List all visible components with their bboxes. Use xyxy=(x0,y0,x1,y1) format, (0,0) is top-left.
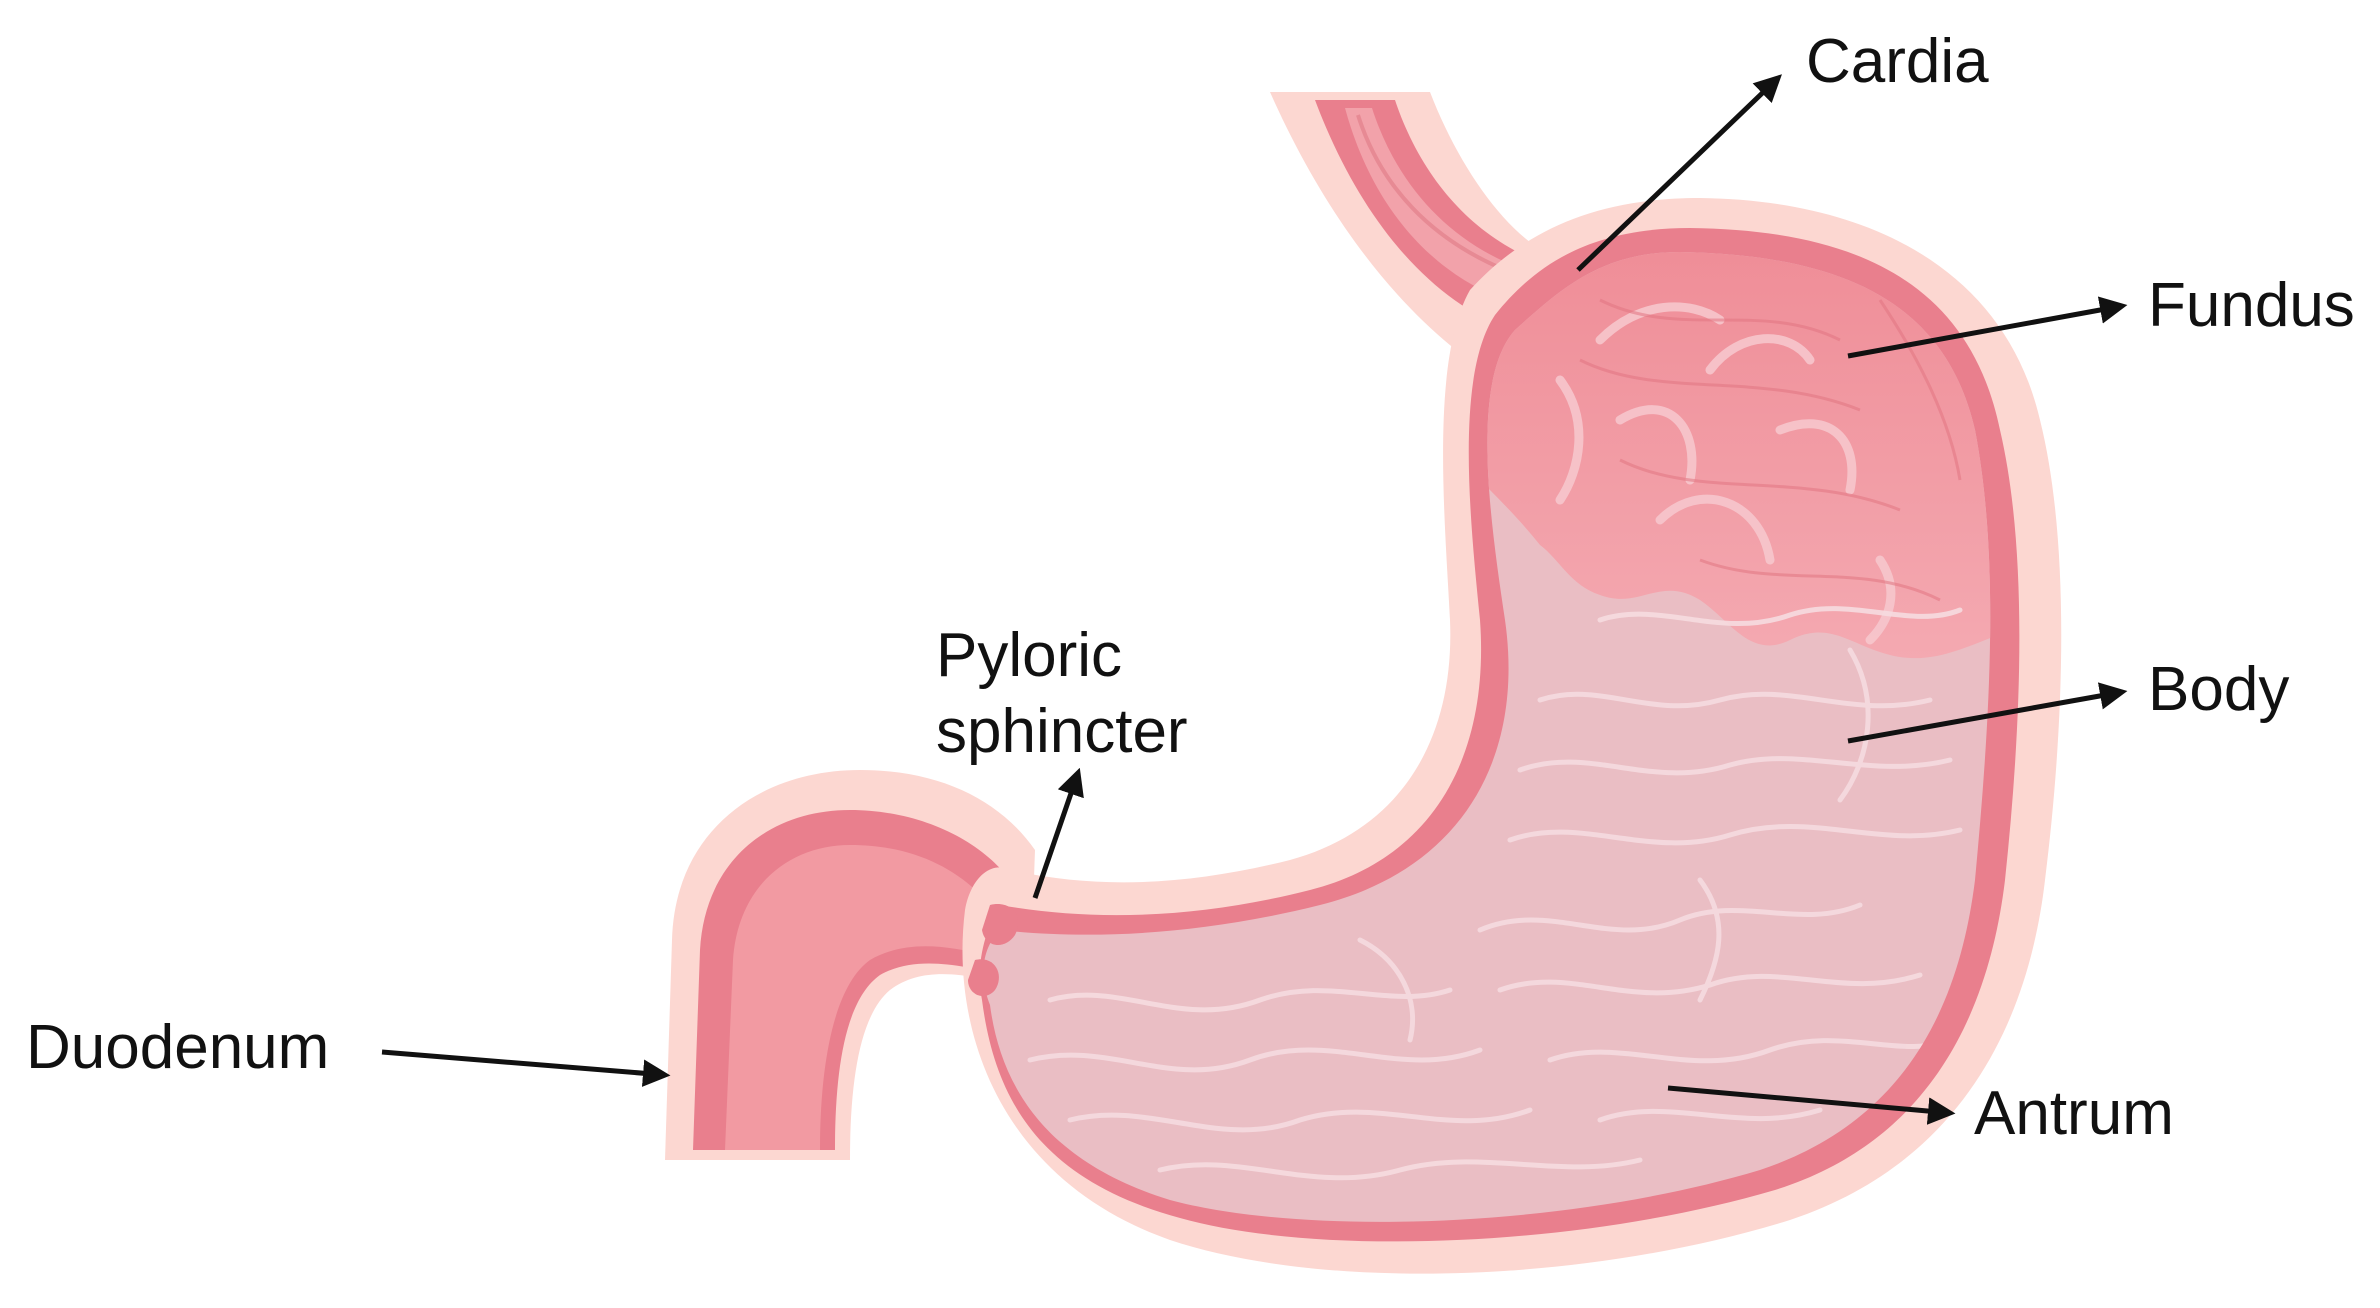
fundus-tissue xyxy=(1480,252,1991,659)
cardia-arrow xyxy=(1576,74,1782,272)
body-label: Body xyxy=(2148,655,2289,724)
duodenum-arrow xyxy=(381,1049,671,1087)
fundus-label: Fundus xyxy=(2148,271,2355,340)
duodenum-shape xyxy=(665,770,1035,1160)
arrows xyxy=(381,74,2128,1125)
gastric-rugae xyxy=(1027,606,1963,1181)
cardia-label: Cardia xyxy=(1806,27,1989,96)
pyloric-sphincter-arrow xyxy=(1032,767,1084,899)
body-arrow xyxy=(1847,682,2128,744)
pyloric-sphincter-label-line2: sphincter xyxy=(936,697,1188,766)
antrum-arrow xyxy=(1667,1085,1956,1125)
pyloric-sphincter-label-line1: Pyloric xyxy=(936,621,1122,690)
duodenum-label: Duodenum xyxy=(26,1013,329,1082)
fundus-arrow xyxy=(1847,296,2128,359)
antrum-label: Antrum xyxy=(1974,1079,2174,1148)
pyloric-sphincter-shape xyxy=(968,904,1019,997)
